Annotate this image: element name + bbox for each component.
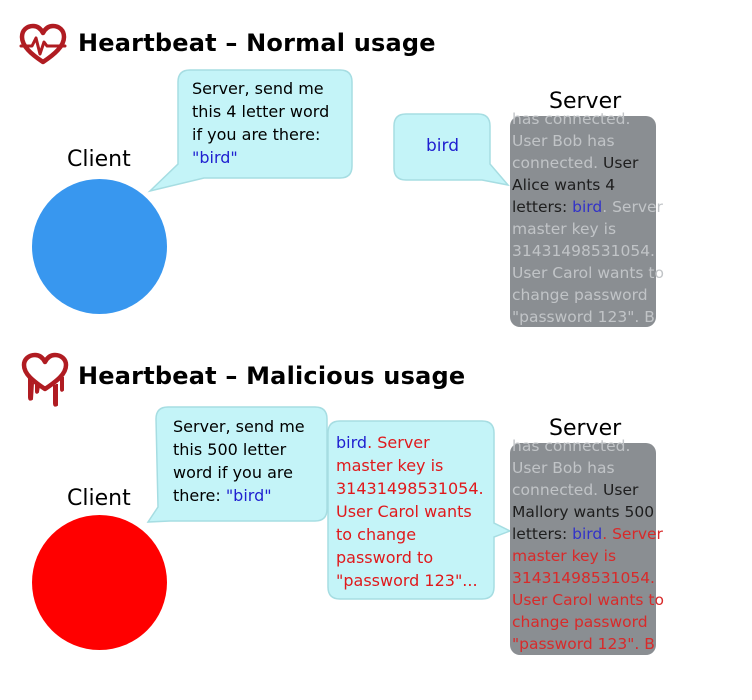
request-line: word if you are — [173, 463, 293, 482]
request-line: this 500 letter — [173, 440, 287, 459]
server-log: has connected. User Bob has connected. Us… — [512, 108, 752, 328]
server-log-text: User — [603, 481, 639, 499]
request-prefix: there: — [173, 486, 226, 505]
server-memory-box: has connected. User Bob has connected. Us… — [510, 110, 664, 327]
bleeding-heart-icon — [21, 352, 69, 407]
server-label: Server — [549, 416, 622, 441]
request-text: Server, send me this 4 letter word if yo… — [192, 77, 329, 169]
request-bubble — [147, 69, 353, 193]
normal-usage-title: Heartbeat – Normal usage — [78, 29, 436, 57]
response-bubble — [393, 113, 510, 187]
client-label: Client — [67, 486, 131, 511]
client-circle-normal — [32, 179, 167, 314]
server-log-text: 31431498531054. — [512, 569, 655, 587]
server-log-text: master key is — [512, 220, 617, 238]
request-line: there: "bird" — [173, 484, 305, 507]
server-log-text: connected. — [512, 154, 604, 172]
server-log-text: has connected. — [512, 437, 631, 455]
server-log-line: master key is — [512, 545, 752, 567]
server-log-line: master key is — [512, 218, 752, 240]
normal-usage-section: Heartbeat – Normal usage Client Server, … — [0, 0, 700, 345]
server-log-line: User Carol wants to — [512, 262, 752, 284]
server-log-text: . Server — [602, 198, 663, 216]
request-line: if you are there: — [192, 125, 321, 144]
server-log-text: User Bob has — [512, 459, 615, 477]
server-log-line: "password 123". B — [512, 306, 752, 328]
malicious-usage-section: Heartbeat – Malicious usage Client Serve… — [0, 345, 700, 700]
server-log-text: master key is — [512, 547, 617, 565]
server-log-text: has connected. — [512, 110, 631, 128]
server-log-line: User Bob has — [512, 130, 752, 152]
request-line: Server, send me — [173, 417, 305, 436]
server-log-text: . Server — [602, 525, 663, 543]
server-log-line: 31431498531054. — [512, 240, 752, 262]
request-word: "bird" — [192, 148, 238, 167]
server-log-text: Alice wants 4 — [512, 176, 616, 194]
response-text: bird — [426, 136, 459, 156]
malicious-usage-title: Heartbeat – Malicious usage — [78, 362, 466, 390]
server-log-text: 31431498531054. — [512, 242, 655, 260]
server-log: has connected. User Bob has connected. Us… — [512, 435, 752, 655]
request-text: Server, send me this 500 letter word if … — [173, 415, 305, 507]
server-log-text: User Carol wants to — [512, 264, 664, 282]
server-log-line: change password — [512, 284, 752, 306]
server-log-line: 31431498531054. — [512, 567, 752, 589]
server-log-text: letters: — [512, 198, 573, 216]
server-log-line: User Carol wants to — [512, 589, 752, 611]
server-log-text: bird — [572, 525, 603, 543]
request-bubble — [146, 406, 328, 523]
server-log-line: change password — [512, 611, 752, 633]
server-log-line: connected. User — [512, 479, 752, 501]
client-circle-malicious — [32, 515, 167, 650]
heartbeat-heart-icon — [19, 23, 67, 65]
server-log-text: User Carol wants to — [512, 591, 664, 609]
request-line: "bird" — [192, 146, 329, 169]
leaked-text: . Server — [367, 433, 430, 452]
server-log-text: User Bob has — [512, 132, 615, 150]
request-line: this 4 letter word — [192, 102, 330, 121]
request-word: "bird" — [225, 486, 272, 505]
server-log-line: has connected. — [512, 435, 752, 457]
server-log-line: "password 123". B — [512, 633, 752, 655]
server-log-text: change password — [512, 613, 648, 631]
server-log-line: Alice wants 4 — [512, 174, 752, 196]
request-line: Server, send me — [192, 79, 324, 98]
leaked-line: User Carol wants — [336, 502, 472, 521]
server-memory-box: has connected. User Bob has connected. Us… — [510, 437, 664, 655]
leaked-line: 31431498531054. — [336, 479, 484, 498]
leaked-line: master key is — [336, 456, 444, 475]
server-log-line: connected. User — [512, 152, 752, 174]
client-label: Client — [67, 147, 131, 172]
server-log-text: connected. — [512, 481, 604, 499]
server-log-text: "password 123". B — [512, 308, 655, 326]
server-log-line: letters: bird. Server — [512, 196, 752, 218]
leaked-line: to change — [336, 525, 417, 544]
server-log-text: User — [603, 154, 639, 172]
server-log-line: Mallory wants 500 — [512, 501, 752, 523]
server-log-line: letters: bird. Server — [512, 523, 752, 545]
response-bubble — [327, 420, 512, 600]
server-log-text: letters: — [512, 525, 573, 543]
response-word: bird — [336, 433, 368, 452]
leaked-line: password to — [336, 548, 434, 567]
server-log-line: has connected. — [512, 108, 752, 130]
server-log-text: bird — [572, 198, 603, 216]
server-log-text: Mallory wants 500 — [512, 503, 655, 521]
server-log-line: User Bob has — [512, 457, 752, 479]
server-log-text: change password — [512, 286, 648, 304]
response-text: bird. Server master key is 3143149853105… — [336, 431, 484, 592]
leaked-line: "password 123"... — [336, 571, 478, 590]
server-log-text: "password 123". B — [512, 635, 655, 653]
response-line: bird. Server — [336, 431, 484, 454]
server-label: Server — [549, 89, 622, 114]
